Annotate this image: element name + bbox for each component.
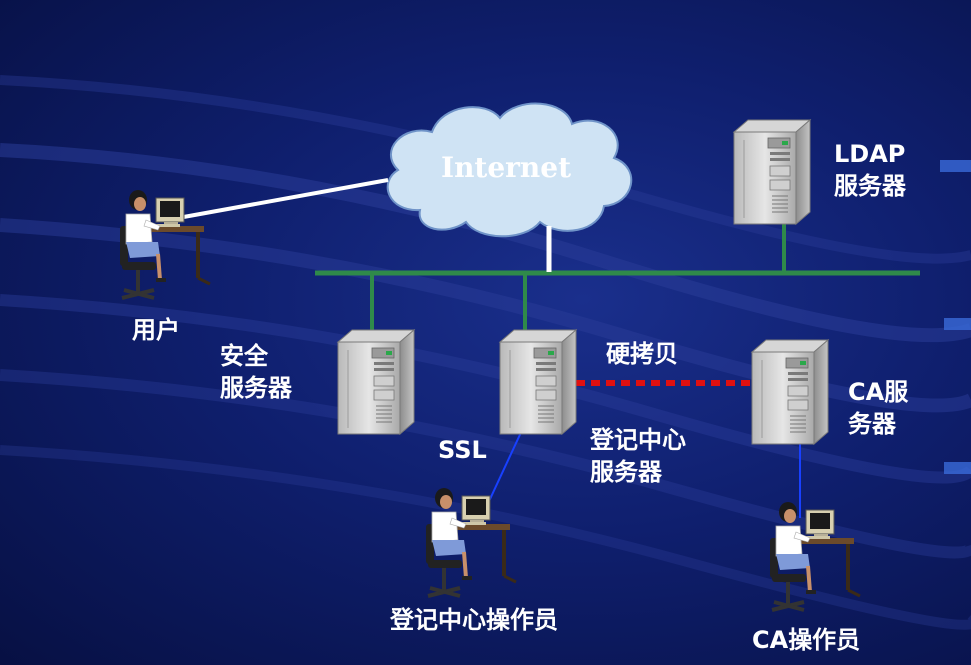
internet-label: Internet (440, 151, 572, 184)
ca-server-label: CA服 务器 (848, 378, 909, 438)
ldap-server-label: LDAP 服务器 (834, 140, 906, 200)
security-server-icon (337, 329, 415, 435)
ca-operator-label: CA操作员 (752, 626, 861, 654)
ra-server-icon (499, 329, 577, 435)
user-label: 用户 (132, 316, 180, 344)
internet-cloud (386, 102, 633, 238)
ca-server-icon (751, 339, 829, 445)
security-server-label: 安全 服务器 (220, 342, 292, 402)
hardcopy-label: 硬拷贝 (606, 340, 678, 368)
user-internet-link (177, 178, 389, 220)
ldap-server-icon (733, 119, 811, 225)
ra-operator-label: 登记中心操作员 (390, 606, 558, 634)
ra-operator-person-icon (424, 486, 518, 598)
ca-operator-person-icon (768, 500, 862, 612)
ra-operator-link (483, 425, 525, 513)
ssl-label: SSL (438, 436, 487, 464)
ra-server-label: 登记中心 服务器 (590, 426, 686, 486)
